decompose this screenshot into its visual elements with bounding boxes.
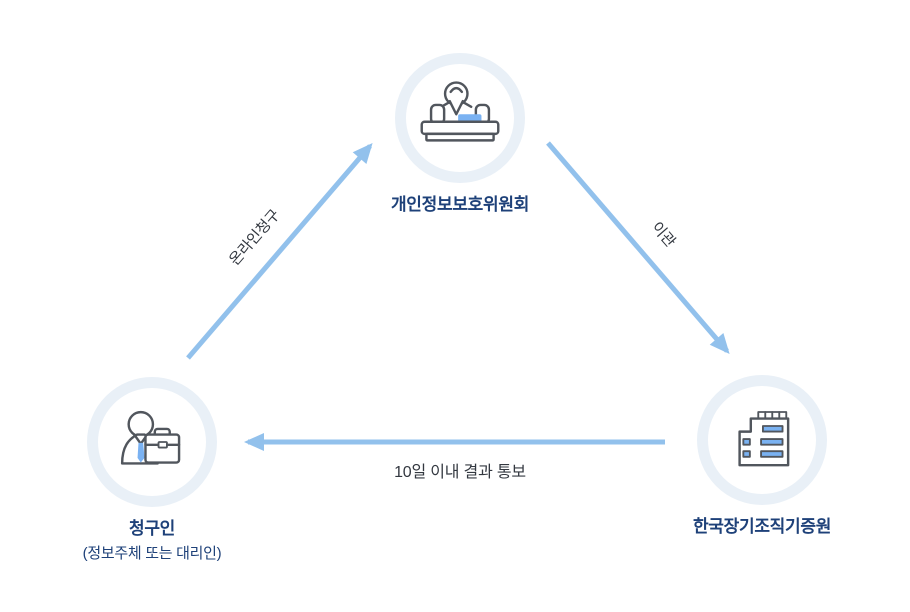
- edge-label-result-notice: 10일 이내 결과 통보: [394, 464, 526, 481]
- node-agency: 한국장기조직기증원: [652, 375, 872, 537]
- node-commission: 개인정보보호위원회: [350, 53, 570, 215]
- agency-label: 한국장기조직기증원: [692, 517, 832, 536]
- arrow-claimant-to-commission: [186, 142, 373, 360]
- claimant-label: 청구인: [128, 519, 176, 538]
- agency-circle: [697, 375, 827, 505]
- person-briefcase-icon: [120, 410, 181, 465]
- node-claimant: 청구인 (정보주체 또는 대리인): [42, 377, 262, 563]
- commission-label: 개인정보보호위원회: [390, 195, 530, 214]
- receptionist-desk-icon: [420, 81, 500, 142]
- arrow-commission-to-agency: [546, 141, 730, 355]
- building-icon: [738, 411, 790, 467]
- claimant-circle: [87, 377, 217, 507]
- commission-circle: [395, 53, 525, 183]
- claimant-sublabel: (정보주체 또는 대리인): [82, 545, 222, 563]
